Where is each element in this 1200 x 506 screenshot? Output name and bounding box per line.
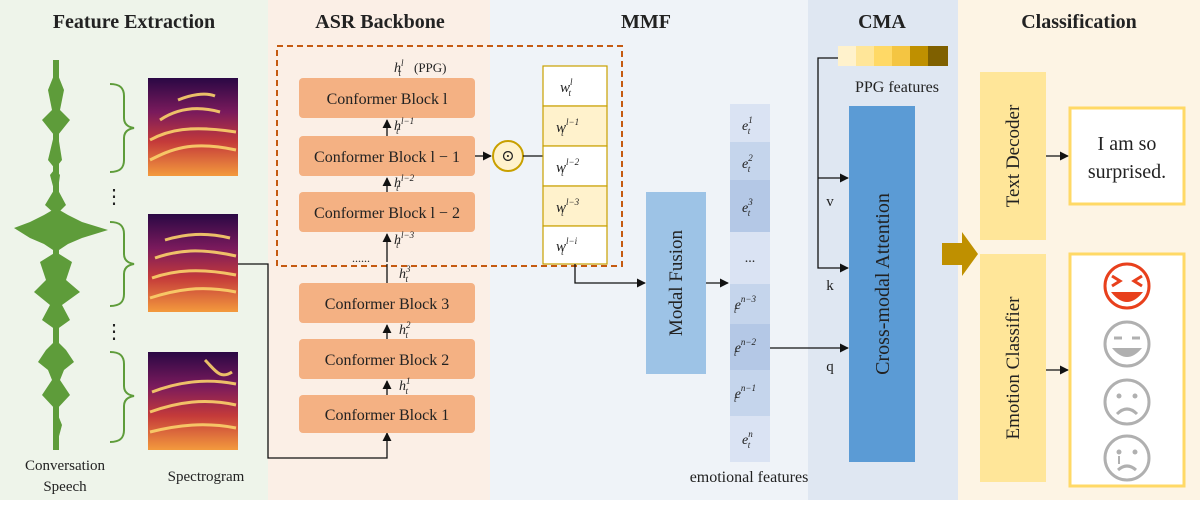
spectrogram-label: Spectrogram [168,469,245,485]
modal-fusion-label: Modal Fusion [666,229,687,336]
conformer-block-l-2: Conformer Block l − 2 [299,192,475,232]
ellipsis-1: ⋮ [104,186,124,208]
svg-text:hlt: hlt [394,58,404,78]
weights-to-fusion-arrow [574,264,646,288]
emotion-output-box [1068,252,1186,488]
asr-dots: ...... [352,251,370,265]
conformer-block-2-label: Conformer Block 2 [325,352,449,369]
emotion-classifier-label: Emotion Classifier [1003,296,1024,440]
conformer-block-l: Conformer Block l [299,78,475,118]
ppg-label: (PPG) [414,60,447,75]
brace-1 [109,83,135,173]
asr-backbone-title: ASR Backbone [315,11,445,33]
classification-title: Classification [1021,11,1137,33]
cross-modal-attention-label: Cross-modal Attention [872,193,894,375]
brace-3 [109,351,135,443]
spectrogram-3 [148,352,238,450]
conformer-block-2: Conformer Block 2 [299,339,475,379]
cma-title: CMA [858,11,906,33]
feature-extraction-title: Feature Extraction [53,11,215,33]
cross-modal-attention-box: Cross-modal Attention [849,106,915,462]
ppg-features-label: PPG features [855,79,939,96]
text-output-box: I am so surprised. [1068,106,1186,206]
conformer-block-1: Conformer Block 1 [299,395,475,433]
emotional-features-label: emotional features [690,469,809,486]
q-label: q [826,359,834,375]
ppg-features-bar [838,46,948,66]
ellipsis-2: ⋮ [104,321,124,343]
emotion-classifier-box: Emotion Classifier [980,254,1046,482]
mmf-title: MMF [621,11,671,33]
conformer-block-3-label: Conformer Block 3 [325,296,449,313]
modal-fusion-box: Modal Fusion [646,192,706,374]
laughing-face-icon [1103,262,1151,310]
k-arrow [817,57,849,273]
cma-to-classification-arrow-icon [942,232,978,276]
waveform-icon [14,60,108,450]
text-decoder-label: Text Decoder [1003,104,1024,207]
crying-face-icon [1103,434,1151,482]
spectrogram-to-conformer-arrow [238,263,392,459]
brace-2 [109,221,135,307]
conformer-block-l-1-label: Conformer Block l − 1 [314,149,460,166]
emotion-feature-ellipsis: ... [745,251,756,266]
conformer-block-l-1: Conformer Block l − 1 [299,136,475,176]
conformer-block-l-2-label: Conformer Block l − 2 [314,205,460,222]
conformer-block-l-label: Conformer Block l [327,91,448,108]
text-output-line1: I am so [1098,133,1157,155]
segment-braces [109,83,135,443]
dot-product-symbol: ⊙ [501,148,514,165]
v-label: v [826,194,834,210]
speech-label-line1: Conversation [25,458,105,474]
spectrogram-1 [148,78,238,176]
conformer-block-3: Conformer Block 3 [299,283,475,323]
text-decoder-box: Text Decoder [980,72,1046,240]
ppg-dashed-region [276,45,623,267]
text-output-line2: surprised. [1088,161,1166,183]
speech-label-line2: Speech [43,479,87,495]
sad-face-icon [1103,378,1151,426]
smiling-face-icon [1103,320,1151,368]
k-label: k [826,278,834,294]
spectrogram-2 [148,214,238,312]
conformer-block-1-label: Conformer Block 1 [325,407,449,424]
